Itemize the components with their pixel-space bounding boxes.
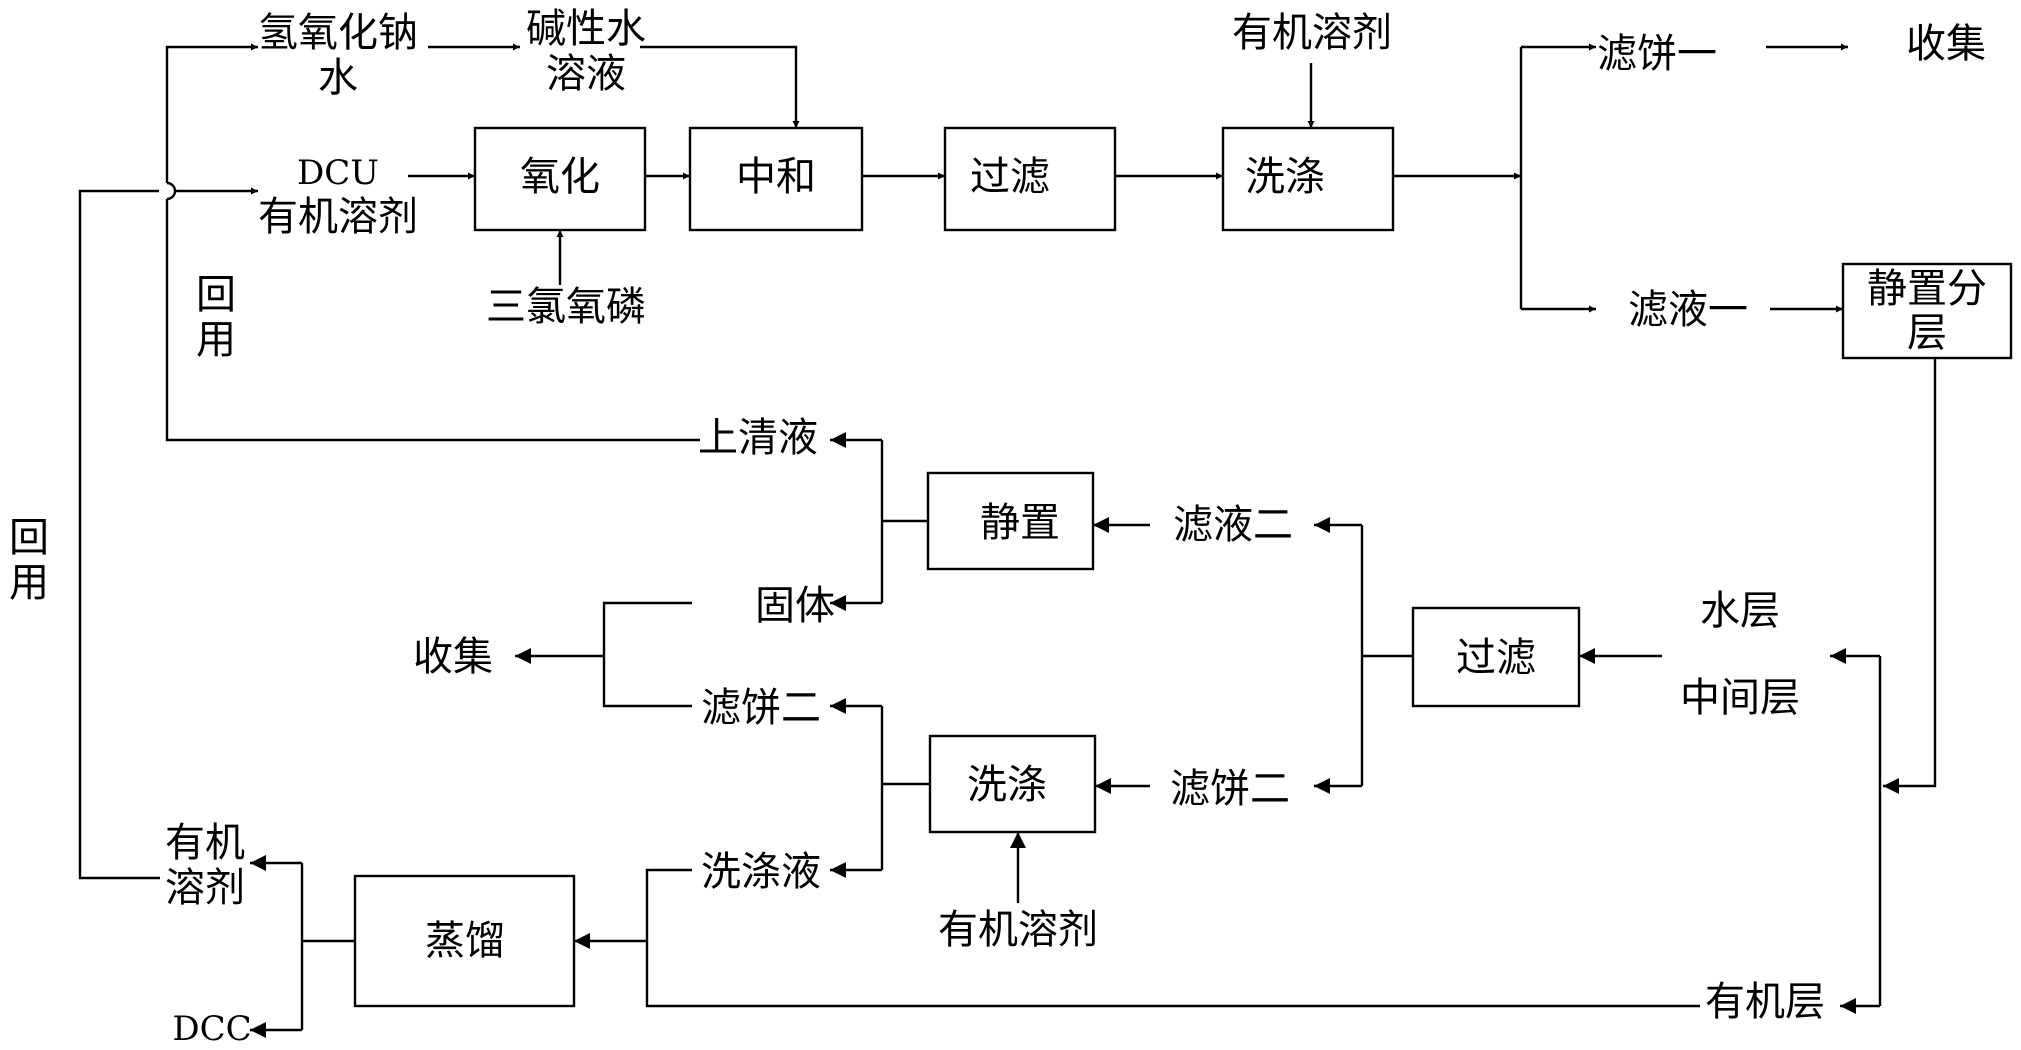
washing-1-label: 洗涤 [1245, 154, 1325, 200]
filtration-2-label: 过滤 [1456, 635, 1536, 681]
alkaline-solution-label-line1: 碱性水 [526, 6, 646, 52]
organic-solvent-wash2-label: 有机溶剂 [938, 907, 1098, 953]
supernatant-label: 上清液 [698, 415, 818, 461]
standing-layering-label-line1: 静置分 [1867, 266, 1987, 312]
recycle-inner-hop [166, 181, 177, 201]
organic-solvent-feed-label: 有机溶剂 [258, 194, 418, 240]
water-layer-label: 水层 [1700, 588, 1780, 634]
filter-cake-2-out-label: 滤饼二 [701, 685, 821, 731]
connector-standing-layering-down [1883, 358, 1937, 794]
filtrate-2-label: 滤液二 [1173, 502, 1293, 548]
box-neutralization: 中和 [688, 126, 864, 232]
organic-solvent-out-label-line2: 溶剂 [165, 865, 245, 911]
alkaline-solution-label-line2: 溶液 [546, 51, 626, 97]
standing-label: 静置 [980, 500, 1060, 546]
distillation-label: 蒸馏 [425, 918, 505, 964]
recycle-outer-line [78, 189, 160, 880]
pocl3-label: 三氯氧磷 [486, 284, 646, 330]
organic-solvent-wash1-label: 有机溶剂 [1232, 10, 1392, 56]
recycle-outer-label-line2: 用 [9, 560, 49, 606]
solid-label: 固体 [755, 583, 835, 629]
box-washing-2: 洗涤 [928, 734, 1097, 834]
filtrate-1-label: 滤液一 [1628, 287, 1748, 333]
recycle-inner-label-line2: 用 [196, 317, 236, 363]
box-oxidation: 氧化 [473, 126, 647, 232]
recycle-inner-line [165, 199, 700, 442]
box-washing-1: 洗涤 [1221, 126, 1395, 232]
oxidation-label: 氧化 [520, 154, 600, 200]
dcc-label: DCC [172, 1009, 251, 1049]
filter-cake-2-in-label: 滤饼二 [1170, 766, 1290, 812]
collect-2-label: 收集 [413, 634, 493, 680]
recycle-inner-line-upper [165, 43, 258, 183]
recycle-outer-label-line1: 回 [9, 515, 49, 561]
filter-cake-1-label: 滤饼一 [1597, 31, 1717, 77]
middle-layer-label: 中间层 [1680, 675, 1800, 721]
box-filtration-2: 过滤 [1411, 606, 1581, 708]
arrow-alkaline-to-neutralization [640, 45, 800, 128]
organic-layer-label: 有机层 [1705, 979, 1825, 1025]
collect-1-label: 收集 [1906, 21, 1986, 67]
dcu-label: DCU [297, 153, 379, 193]
box-filtration-1: 过滤 [943, 126, 1117, 232]
box-distillation: 蒸馏 [353, 874, 576, 1008]
washing-liquid-label: 洗涤液 [701, 849, 821, 895]
filtration-1-label: 过滤 [970, 154, 1050, 200]
connector-washing-liquid-down [645, 868, 1700, 1008]
washing-2-label: 洗涤 [967, 762, 1047, 808]
box-standing: 静置 [926, 471, 1095, 571]
connector-to-collect-2 [602, 601, 692, 708]
box-standing-layering: 静置分 层 [1841, 262, 2013, 360]
recycle-inner-label-line1: 回 [196, 272, 236, 318]
naoh-label-line2: 水 [318, 55, 358, 101]
neutralization-label: 中和 [736, 154, 816, 200]
organic-solvent-out-label-line1: 有机 [165, 820, 245, 866]
standing-layering-label-line2: 层 [1907, 310, 1947, 356]
naoh-label-line1: 氢氧化钠 [258, 10, 418, 56]
